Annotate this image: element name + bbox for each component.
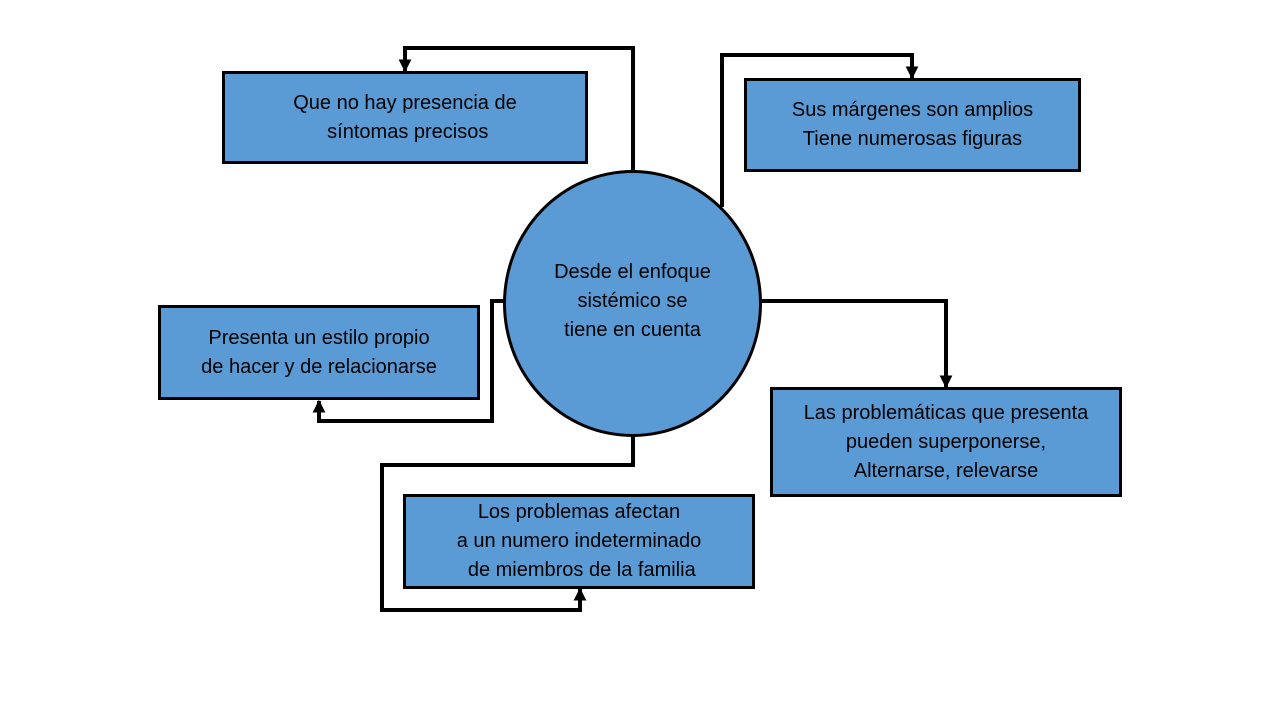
connector-to-top-right (720, 53, 919, 207)
box-wide-margins: Sus márgenes son amplios Tiene numerosas… (744, 78, 1081, 172)
box-problems-overlap: Las problemáticas que presenta pueden su… (770, 387, 1122, 497)
connector-to-top-left (398, 46, 635, 172)
central-text-line: sistémico se (577, 290, 688, 312)
connector-to-mid-left (312, 299, 505, 423)
box-text-line: Los problemas afectan (477, 501, 681, 523)
connector-to-bottom (380, 435, 635, 612)
central-text-line: tiene en cuenta (564, 319, 701, 341)
box-text-line: Que no hay presencia de (293, 91, 517, 114)
box-own-style: Presenta un estilo propio de hacer y de … (158, 305, 480, 400)
box-text-line: pueden superponerse, (845, 430, 1047, 453)
box-text-line: de miembros de la familia (462, 559, 696, 581)
box-text-line: Tiene numerosas figuras (802, 128, 1023, 150)
central-node: Desde el enfoque sistémico se tiene en c… (503, 170, 762, 437)
central-text-line: Desde el enfoque (554, 261, 711, 283)
box-text-line: síntomas precisos (321, 120, 489, 143)
box-text-line: Sus márgenes son amplios (791, 99, 1034, 121)
connector-to-mid-right (760, 299, 953, 389)
box-family-members: Los problemas afectan a un numero indete… (403, 494, 755, 589)
box-no-symptoms: Que no hay presencia de síntomas preciso… (222, 71, 588, 164)
box-text-line: a un numero indeterminado (456, 530, 702, 552)
box-text-line: Las problemáticas que presenta (803, 401, 1089, 424)
box-text-line: Alternarse, relevarse (853, 459, 1039, 482)
box-text-line: de hacer y de relacionarse (201, 355, 437, 378)
box-text-line: Presenta un estilo propio (208, 326, 430, 349)
